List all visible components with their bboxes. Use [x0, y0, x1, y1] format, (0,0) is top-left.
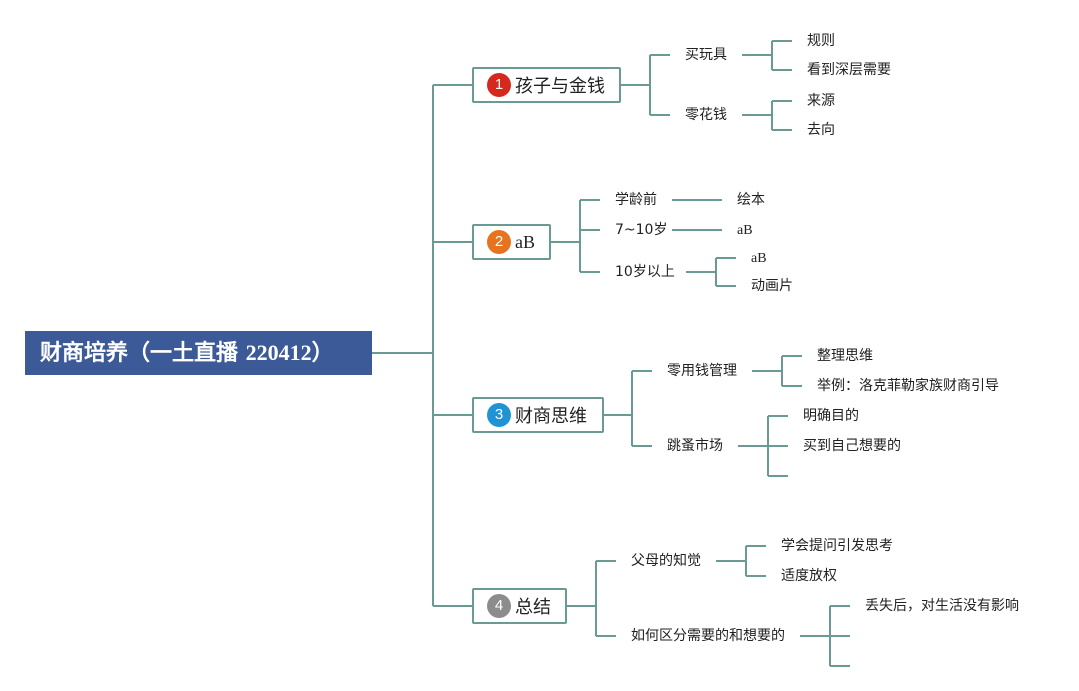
leaf-organize-thinking[interactable]: 整理思维: [817, 348, 873, 364]
leaf-ask-questions[interactable]: 学会提问引发思考: [781, 538, 893, 554]
leaf-rules[interactable]: 规则: [807, 33, 835, 49]
branch-label: aB: [515, 231, 535, 252]
topic-age-10-plus[interactable]: 10岁以上: [615, 264, 675, 280]
connector-b4-c1: [716, 545, 766, 577]
branch-label: 财商思维: [515, 406, 587, 427]
topic-pocket-money[interactable]: 零花钱: [685, 107, 727, 123]
leaf-delegate-power[interactable]: 适度放权: [781, 568, 837, 584]
root-title-num: 220412: [245, 340, 312, 365]
topic-needs-vs-wants[interactable]: 如何区分需要的和想要的: [631, 628, 785, 644]
leaf-no-impact-if-lost[interactable]: 丢失后，对生活没有影响: [865, 598, 1019, 614]
number-badge-icon: 3: [487, 403, 511, 427]
leaf-buy-what-you-want[interactable]: 买到自己想要的: [803, 438, 901, 454]
number-badge-icon: 1: [487, 73, 511, 97]
connector-b1-c2: [742, 100, 792, 131]
root-title-cn: 财商培养（一土直播: [40, 341, 246, 366]
leaf-rockefeller-example[interactable]: 举例：洛克菲勒家族财商引导: [817, 378, 999, 394]
leaf-destination[interactable]: 去向: [807, 122, 835, 138]
connector-b1: [620, 54, 670, 116]
connector-b4-c2: [800, 605, 850, 667]
leaf-ab-2[interactable]: aB: [751, 251, 767, 266]
leaf-deep-needs[interactable]: 看到深层需要: [807, 62, 891, 78]
connector-b2-c3: [686, 257, 736, 287]
branch-label: 孩子与金钱: [515, 76, 605, 97]
branch-node-3[interactable]: 3 财商思维: [472, 397, 604, 433]
topic-allowance-management[interactable]: 零用钱管理: [667, 363, 737, 379]
topic-age-7-10[interactable]: 7~10岁: [615, 222, 668, 238]
leaf-cartoons[interactable]: 动画片: [751, 278, 793, 294]
topic-buy-toys[interactable]: 买玩具: [685, 47, 727, 63]
connector-b3-c2: [738, 415, 788, 477]
root-node[interactable]: 财商培养（一土直播 220412）: [25, 331, 372, 375]
connector-b2: [550, 199, 600, 273]
connector-b1-c1: [742, 40, 792, 71]
leaf-ab-1[interactable]: aB: [737, 223, 753, 238]
topic-parent-awareness[interactable]: 父母的知觉: [631, 553, 701, 569]
branch-node-2[interactable]: 2 aB: [472, 224, 551, 260]
connector-b4: [566, 560, 616, 637]
branch-node-4[interactable]: 4 总结: [472, 588, 567, 624]
branch-node-1[interactable]: 1 孩子与金钱: [472, 67, 621, 103]
topic-preschool[interactable]: 学龄前: [615, 192, 657, 208]
leaf-source[interactable]: 来源: [807, 93, 835, 109]
branch-label: 总结: [515, 597, 551, 618]
root-title-end: ）: [311, 341, 334, 366]
number-badge-icon: 2: [487, 230, 511, 254]
connector-b3: [603, 370, 652, 447]
number-badge-icon: 4: [487, 594, 511, 618]
connector-b3-c1: [752, 355, 802, 387]
topic-flea-market[interactable]: 跳蚤市场: [667, 438, 723, 454]
leaf-picture-books[interactable]: 绘本: [737, 192, 765, 208]
leaf-clear-goal[interactable]: 明确目的: [803, 408, 859, 424]
